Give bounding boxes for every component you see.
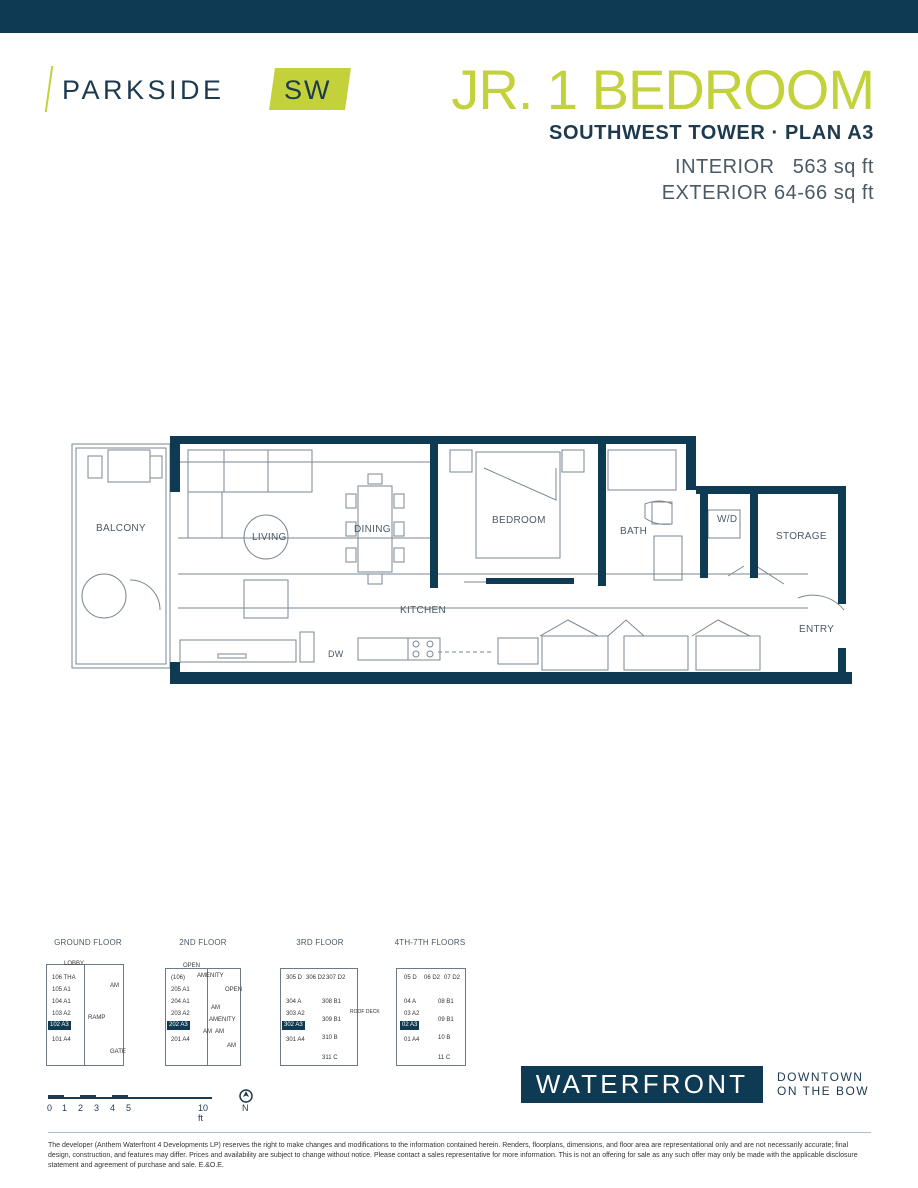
room-label-bath: BATH [620,526,648,537]
floor-plan-drawing [71,436,856,684]
vanity [653,535,683,581]
sofa-chaise [187,491,223,539]
kitchen-cabinet [497,637,539,665]
wall [170,662,180,684]
floor-plan: BALCONY LIVING DINING BEDROOM BATH W/D S… [68,430,856,688]
room-label-kitchen: KITCHEN [400,605,446,616]
appliance-label-dw: DW [328,649,344,659]
top-banner [0,0,918,33]
balcony-door-swing [129,579,161,611]
room-label-living: LIVING [252,532,287,543]
sink [357,637,409,661]
wall [838,648,846,680]
cooktop [407,637,441,661]
logo-name: PARKSIDE [62,75,225,105]
footer-divider [48,1132,871,1133]
balcony-chair [149,455,163,479]
highlighted-unit: 302 A3 [282,1021,305,1030]
room-label-balcony: BALCONY [96,523,146,534]
highlighted-unit: 202 A3 [167,1021,190,1030]
room-label-bedroom: BEDROOM [492,515,546,526]
wall [700,494,708,578]
toilet [651,501,673,525]
fridge [299,631,315,663]
keyplan-third: 3RD FLOOR 305 D 306 D2 307 D2 304 A 303 … [270,938,380,1066]
sofa [187,449,313,493]
bed [475,451,561,559]
wall [598,444,606,586]
room-label-entry: ENTRY [799,624,835,635]
logo-slash [44,66,54,112]
wall [170,436,694,444]
keyplan-ground: GROUND FLOOR LOBBY 106 THA 105 A1 104 A1… [38,938,128,1066]
dining-table [357,485,393,573]
wall [838,486,846,604]
keyplan-label: GROUND FLOOR [54,938,122,947]
wall [696,486,846,494]
balcony-outline [71,443,171,669]
interior-area: INTERIOR 563 sq ft [675,156,874,178]
wall [170,672,856,684]
sliding-door [486,578,574,584]
balcony-table [107,449,151,483]
exterior-area: EXTERIOR 64-66 sq ft [661,182,874,204]
highlighted-unit: 102 A3 [48,1021,71,1030]
living-table [243,514,289,560]
balcony-chair [87,455,103,479]
room-label-dining: DINING [354,524,391,535]
keyplan-label: 3RD FLOOR [296,938,344,947]
wall [430,444,438,588]
logo-badge-text: SW [284,75,332,105]
wall [750,494,758,578]
keyplan-upper: 4TH-7TH FLOORS 05 D 06 D2 07 D2 04 A 03 … [380,938,470,1066]
keyplan-label: 4TH-7TH FLOORS [394,938,466,947]
tv-unit [243,579,289,619]
kitchen-counter [179,639,297,663]
north-arrow-icon [239,1089,253,1103]
balcony-inner [75,447,167,665]
wall [170,436,180,492]
bathtub [607,449,677,491]
room-label-wd: W/D [717,514,738,525]
keyplan-second: 2ND FLOOR OPEN (106) AMENITY 205 A1 204 … [153,938,243,1066]
highlighted-unit: 02 A3 [400,1021,420,1030]
waterfront-logo: WATERFRONT [521,1066,763,1103]
balcony-planter [81,573,127,619]
wall [686,436,696,490]
keyplan-label: 2ND FLOOR [179,938,227,947]
room-label-storage: STORAGE [776,531,827,542]
waterfront-tagline: DOWNTOWN ON THE BOW [777,1070,870,1098]
legal-disclaimer: The developer (Anthem Waterfront 4 Devel… [48,1142,858,1169]
plan-subtitle: SOUTHWEST TOWER · PLAN A3 [549,122,874,144]
plan-title: JR. 1 BEDROOM [451,58,875,121]
